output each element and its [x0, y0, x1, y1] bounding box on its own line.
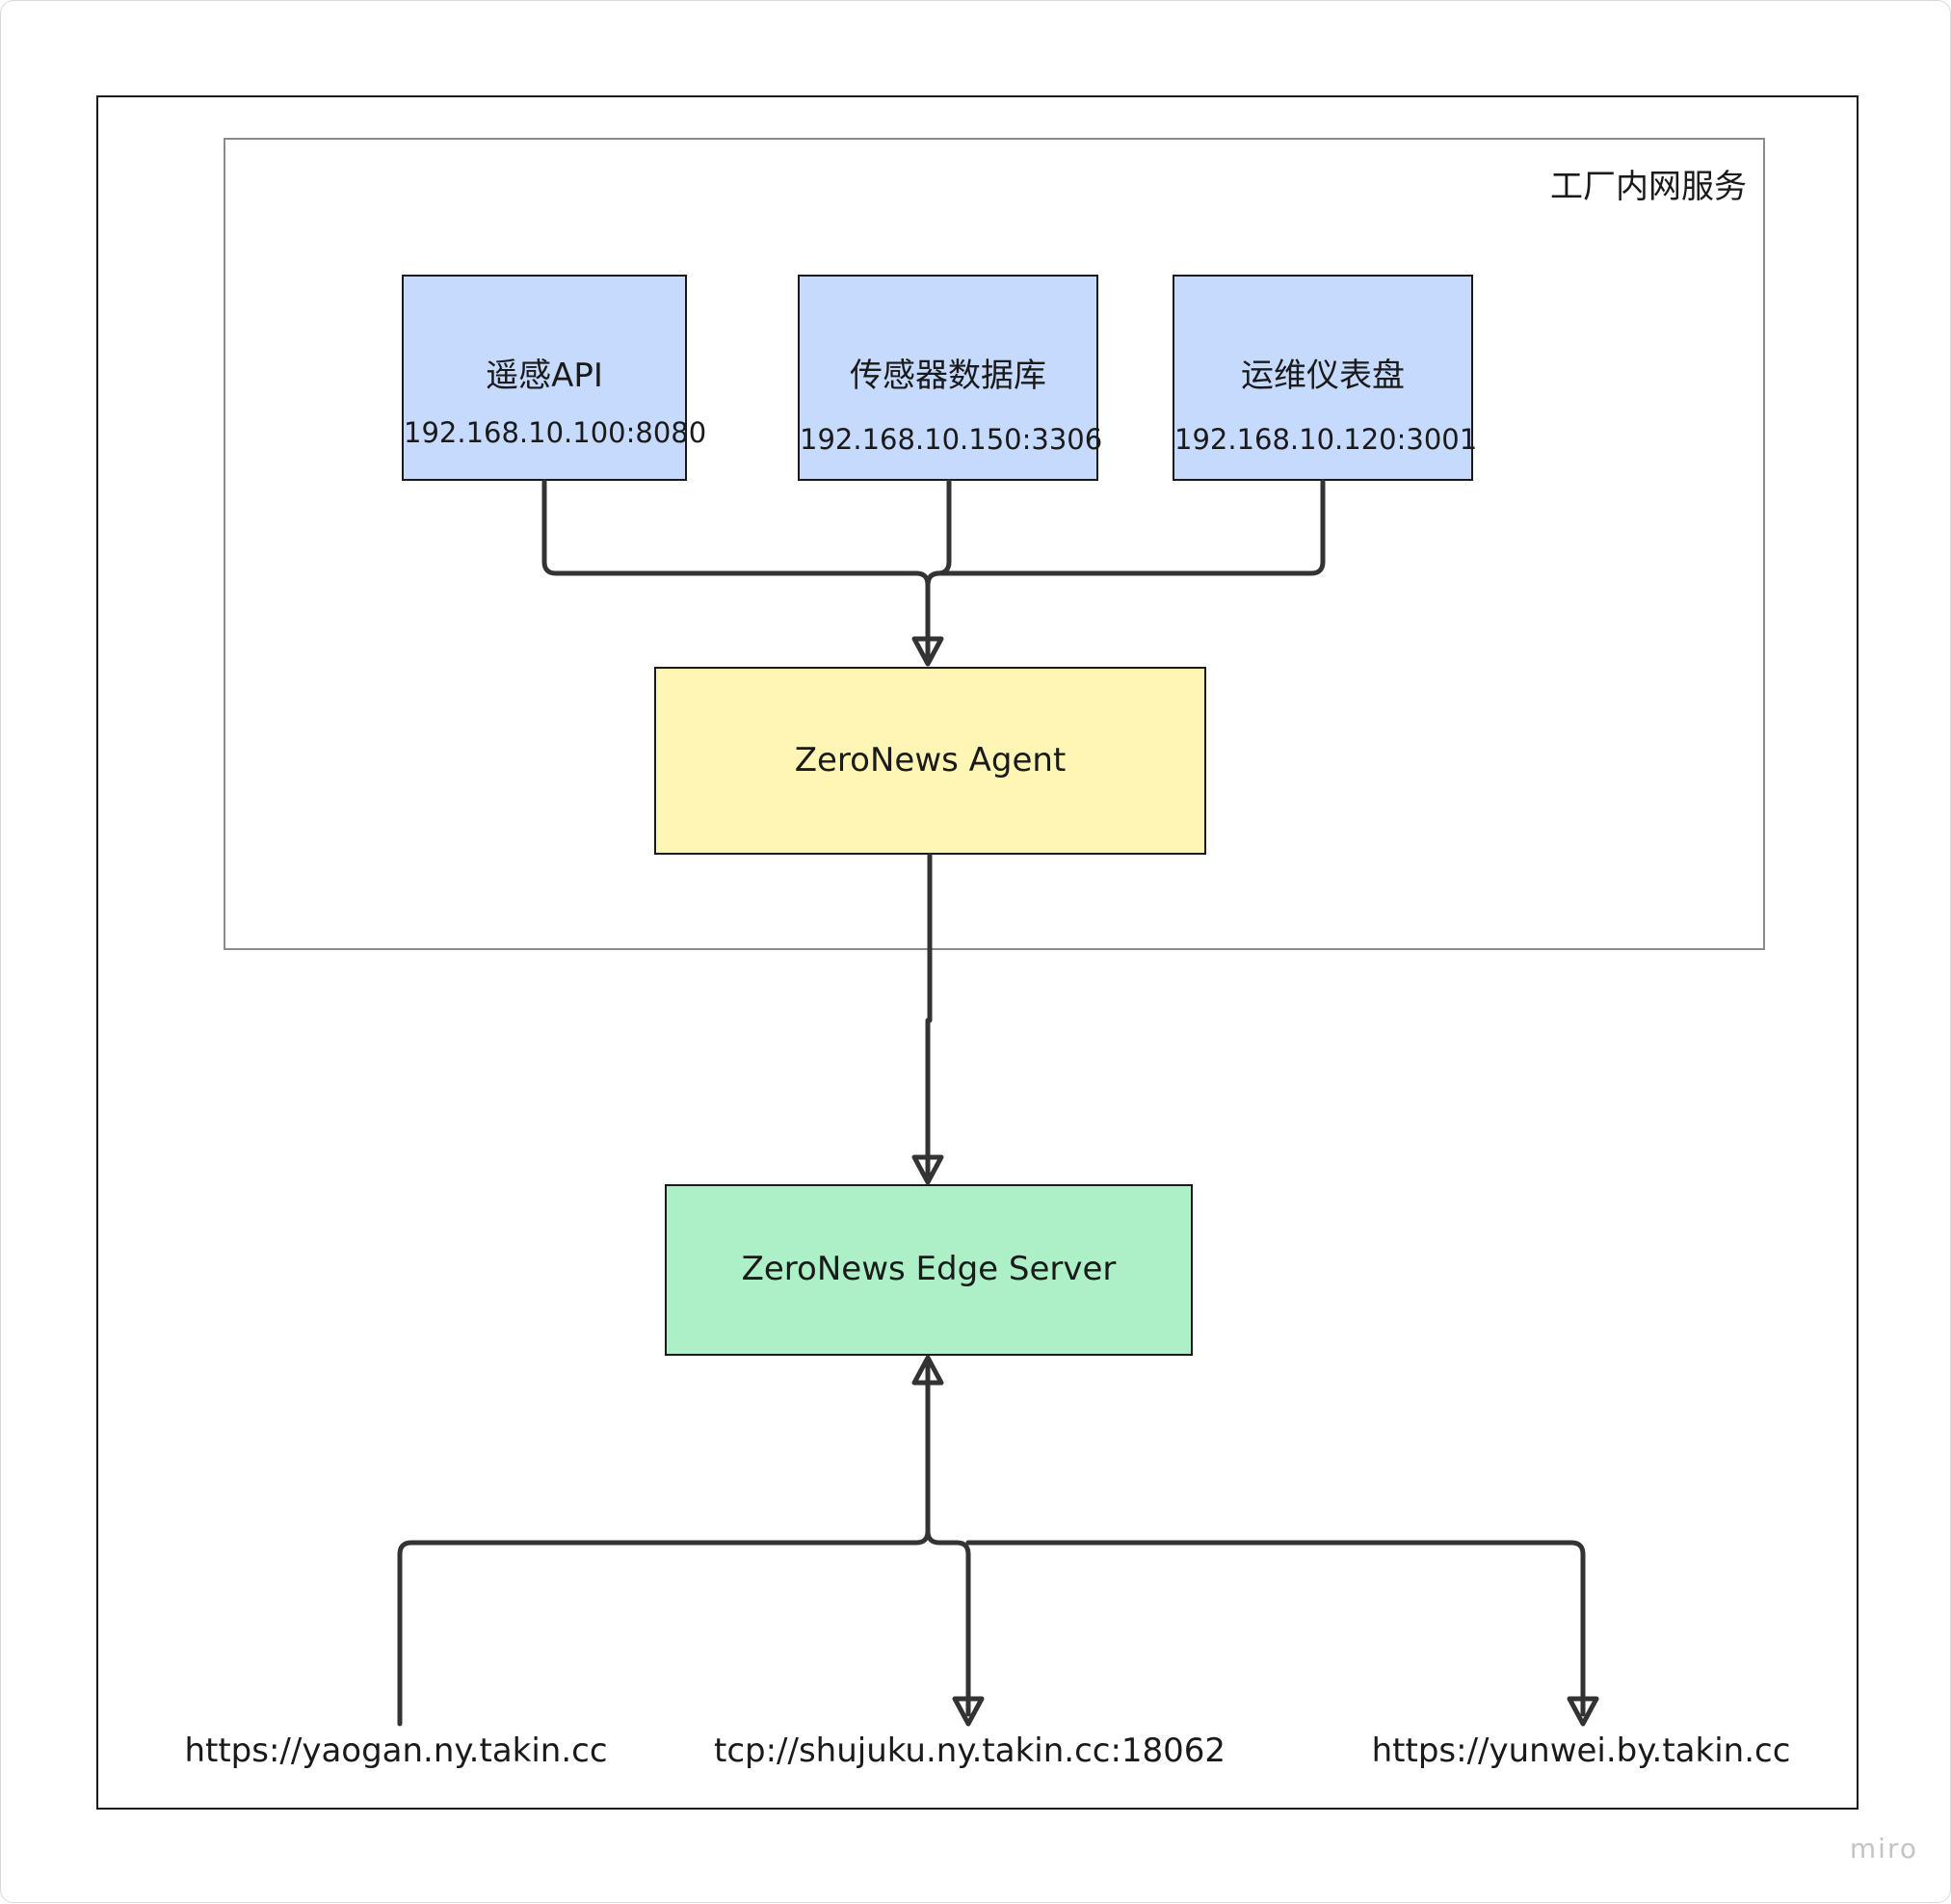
endpoint-url-shujuku: tcp://shujuku.ny.takin.cc:18062 — [714, 1732, 1226, 1770]
connector-edge-to-yunwei — [965, 1540, 1586, 1717]
factory-intranet-group — [224, 138, 1765, 950]
arrowhead-yunwei — [1567, 1696, 1599, 1727]
service-node-sensor-database[interactable]: 传感器数据库 192.168.10.150:3306 — [798, 275, 1103, 481]
service-address: 192.168.10.150:3306 — [800, 423, 1103, 456]
connector-agent-to-edge — [925, 853, 933, 1177]
arrowhead-shujuku — [952, 1696, 985, 1727]
service-name: 运维仪表盘 — [1241, 357, 1405, 395]
connector-db-to-agent — [925, 479, 952, 659]
connector-api-to-agent — [541, 479, 931, 659]
arrowhead-edge-up — [911, 1355, 944, 1386]
service-address: 192.168.10.120:3001 — [1174, 423, 1478, 456]
endpoint-url-yunwei: https://yunwei.by.takin.cc — [1371, 1732, 1791, 1770]
service-node-remote-sensing-api[interactable]: 遥感API 192.168.10.100:8080 — [402, 275, 707, 481]
service-node-ops-dashboard[interactable]: 运维仪表盘 192.168.10.120:3001 — [1173, 275, 1478, 481]
service-name: 传感器数据库 — [850, 357, 1046, 395]
agent-node[interactable]: ZeroNews Agent — [654, 667, 1206, 855]
connector-edge-to-shujuku — [925, 1528, 971, 1717]
edge-server-node[interactable]: ZeroNews Edge Server — [665, 1184, 1193, 1356]
miro-watermark: miro — [1849, 1833, 1918, 1864]
connector-yaogan-to-edge — [397, 1362, 931, 1727]
service-address: 192.168.10.100:8080 — [404, 416, 707, 449]
connector-dashboard-to-agent — [925, 479, 1326, 588]
arrowhead-agent-in — [911, 636, 944, 667]
group-label: 工厂内网服务 — [1550, 168, 1747, 206]
outer-frame — [96, 95, 1859, 1810]
endpoint-url-yaogan: https://yaogan.ny.takin.cc — [184, 1732, 608, 1770]
service-name: 遥感API — [486, 357, 603, 395]
arrowhead-edge-in — [911, 1154, 944, 1185]
